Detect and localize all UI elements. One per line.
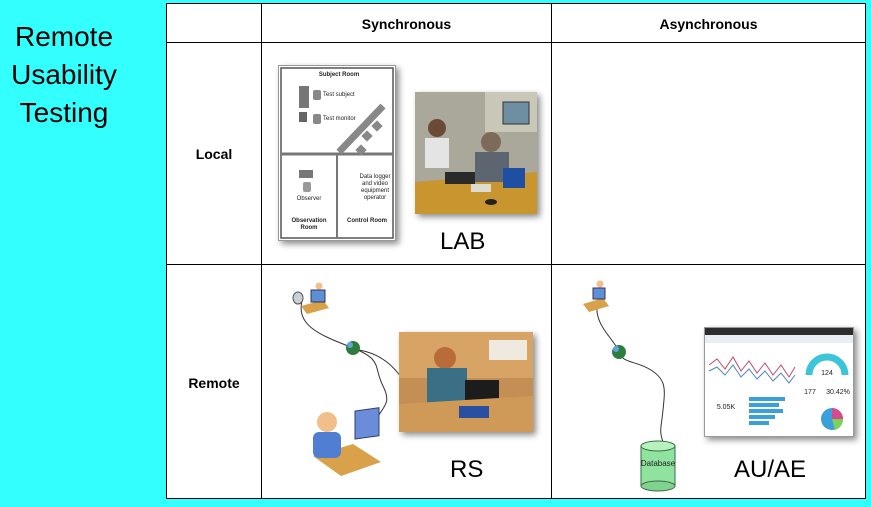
- webcam-icon: [292, 291, 304, 305]
- floorplan-test-monitor: Test monitor: [323, 116, 356, 122]
- lab-photo: [415, 92, 537, 214]
- floorplan-subject-room: Subject Room: [318, 72, 360, 78]
- remote-sync-illustration: [292, 282, 414, 476]
- dashboard-metric-3: 177: [804, 389, 816, 396]
- title-line-2: Usability: [11, 59, 117, 90]
- testing-matrix-table: Synchronous Asynchronous Local Remote Su…: [166, 3, 866, 499]
- observer-user-icon: [313, 407, 381, 476]
- floorplan-control-room: Control Room: [347, 218, 387, 224]
- header-asynchronous: Asynchronous: [659, 16, 758, 32]
- rs-photo-image: [399, 332, 533, 432]
- title-line-1: Remote: [14, 21, 114, 52]
- dashboard-metric-1: 124: [821, 370, 833, 377]
- database-icon: [640, 440, 676, 492]
- rs-photo: [399, 332, 533, 432]
- dashboard-titlebar: [705, 328, 853, 335]
- dashboard-metric-2: 5.05K: [716, 404, 736, 411]
- lab-photo-image: [415, 92, 537, 214]
- row-header-local: Local: [195, 146, 233, 162]
- globe-icon: [346, 341, 360, 355]
- analytics-dashboard: 124 5.05K 177 30.42%: [704, 327, 854, 437]
- remote-user-icon: [583, 280, 609, 312]
- lab-floorplan: Subject Room Test subject Test monitor O…: [278, 65, 396, 241]
- slide-title: Remote Usability Testing: [0, 18, 128, 132]
- globe-icon: [612, 345, 626, 359]
- label-au-ae: AU/AE: [734, 456, 807, 483]
- floorplan-observer: Observer: [296, 196, 322, 202]
- remote-user-icon: [301, 282, 329, 314]
- floorplan-data-logger: Data logger and video equipment operator: [359, 174, 391, 201]
- floorplan-test-subject: Test subject: [323, 92, 355, 98]
- floorplan-observation-room: Observation Room: [291, 218, 327, 231]
- label-rs: RS: [450, 456, 484, 483]
- remote-async-illustration: [583, 280, 676, 492]
- database-label: Database: [640, 459, 676, 468]
- title-line-3: Testing: [19, 97, 109, 128]
- dashboard-metric-4: 30.42%: [826, 389, 850, 396]
- header-synchronous: Synchronous: [361, 16, 452, 32]
- grid-line: [551, 4, 552, 498]
- grid-line: [261, 4, 262, 498]
- dashboard-charts: [705, 335, 853, 430]
- row-header-remote: Remote: [188, 375, 240, 391]
- floorplan-drawing: [280, 67, 394, 239]
- label-lab: LAB: [440, 228, 486, 255]
- grid-line: [167, 42, 865, 43]
- grid-line: [167, 264, 865, 265]
